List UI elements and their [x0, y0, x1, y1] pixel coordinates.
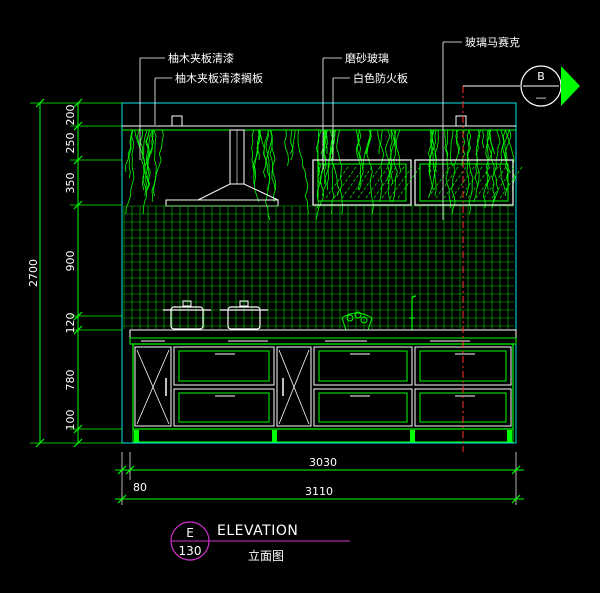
dim-offset: 80: [133, 481, 147, 494]
title-circle-letter: E: [186, 526, 194, 540]
dim-seg-7: 100: [64, 410, 77, 431]
dim-total-height: 2700: [27, 259, 40, 287]
title-elevation: ELEVATION: [217, 523, 298, 539]
callout-frosted-glass: 磨砂玻璃: [345, 51, 389, 65]
section-number: —: [536, 91, 547, 104]
section-letter: B: [537, 70, 545, 83]
callout-glass-mosaic: 玻璃马赛克: [465, 35, 520, 49]
title-subtitle: 立面图: [248, 548, 284, 563]
callout-leaders: [139, 41, 462, 220]
section-marker: B —: [520, 65, 580, 107]
vertical-dimensions: [30, 98, 122, 448]
title-block: E 130 ELEVATION 立面图: [170, 521, 350, 563]
title-circle-number: 130: [179, 544, 202, 558]
dim-seg-2: 250: [64, 133, 77, 154]
callout-teak-shelf: 柚木夹板清漆搁板: [175, 71, 263, 85]
glass-mosaic-backsplash: [123, 205, 514, 329]
base-cabinets: [132, 343, 514, 443]
basket-and-faucet: [341, 295, 417, 331]
range-hood: [165, 129, 279, 207]
dim-seg-6: 780: [64, 370, 77, 391]
dim-seg-5: 120: [64, 313, 77, 334]
upper-glass-cabinets: [312, 159, 523, 206]
ceiling-bracket-right: [455, 115, 467, 127]
pots: [163, 300, 268, 330]
dim-seg-1: 200: [64, 105, 77, 126]
dim-seg-3: 350: [64, 173, 77, 194]
dim-seg-4: 900: [64, 251, 77, 272]
countertop: [129, 329, 517, 339]
ceiling-bracket-left: [171, 115, 183, 127]
callout-fireproof-board: 白色防火板: [353, 71, 408, 85]
dim-outer-width: 3110: [305, 485, 333, 498]
elevation-frame: [121, 102, 517, 444]
dim-inner-width: 3030: [309, 456, 337, 469]
horizontal-dimensions: [115, 452, 524, 505]
callout-teak-plywood: 柚木夹板清漆: [168, 51, 234, 65]
